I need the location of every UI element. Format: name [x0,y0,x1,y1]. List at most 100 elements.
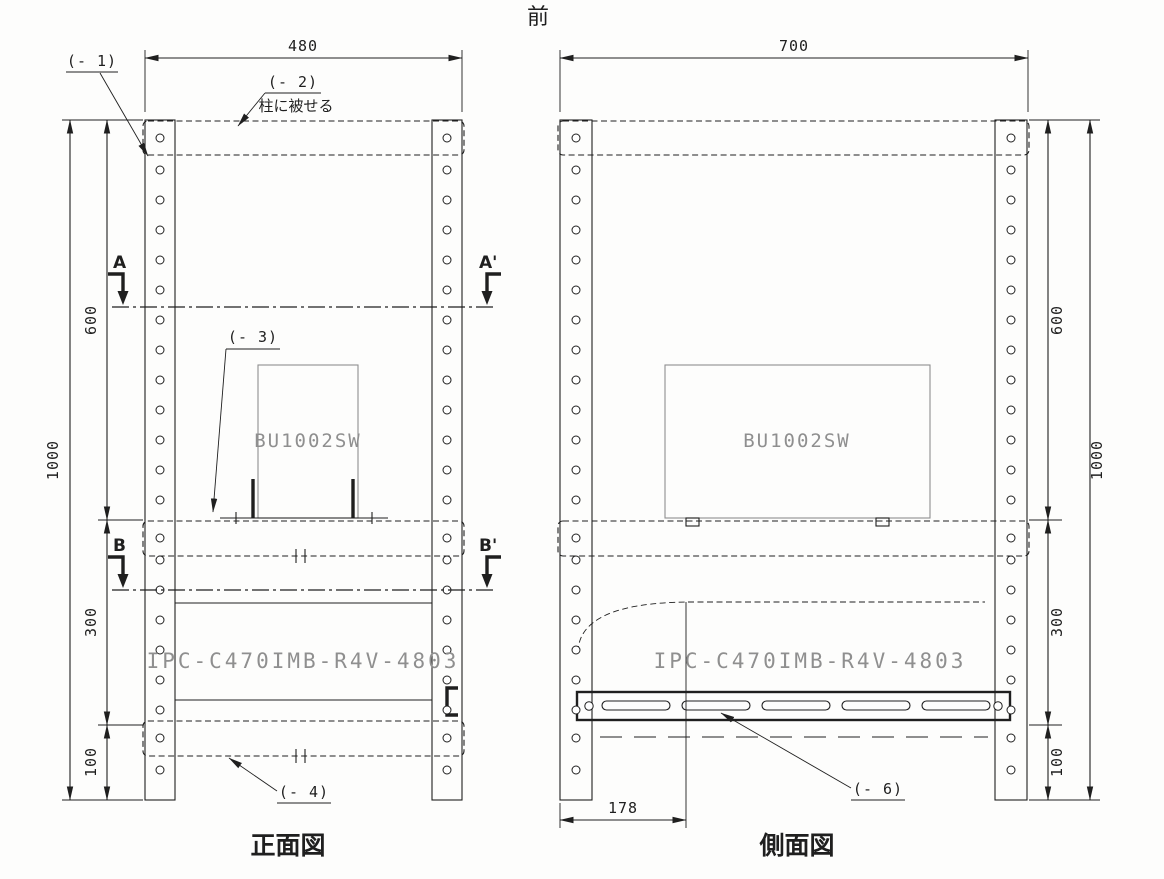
part6-label: (- 6) [853,780,903,798]
part1-leader [99,72,149,157]
section-b-arrow [117,574,129,588]
bolt-hole [155,533,165,543]
label-part6: (- 6) [720,712,905,801]
bolt-hole [571,555,581,565]
part2-label: (- 2) [268,73,318,91]
label-part4: (- 4) [228,757,331,804]
front-right-bracket [445,686,458,717]
bolt-hole [442,465,452,475]
bolt-hole [571,645,581,655]
bolt-hole [155,555,165,565]
side-hidden-corner-arc [577,601,689,653]
bolt-hole [571,225,581,235]
bolt-hole [571,315,581,325]
bolt-hole [571,375,581,385]
bolt-hole [155,465,165,475]
bolt-hole [442,675,452,685]
bolt-hole [442,533,452,543]
rail-slot [761,700,831,711]
bolt-hole [155,225,165,235]
slotted-rail [575,690,1012,722]
label-part1: (- 1) [66,52,149,157]
section-a: A A' [108,253,501,308]
front-left-post [144,119,176,801]
bolt-hole [155,765,165,775]
bolt-hole [1006,495,1016,505]
bolt-hole [571,195,581,205]
part3-leader [210,348,227,513]
side-top-beam [557,120,1030,156]
section-b: B B' [108,536,501,591]
side-upper-unit-label: BU1002SW [743,430,851,452]
bolt-hole [571,405,581,415]
part3-label: (- 3) [228,328,278,346]
bolt-hole [1006,225,1016,235]
bolt-hole [155,285,165,295]
bolt-hole [571,675,581,685]
bolt-hole [155,405,165,415]
bolt-hole [1006,133,1016,143]
part1-label: (- 1) [67,52,117,70]
bolt-hole [571,585,581,595]
bolt-hole [442,133,452,143]
bolt-hole [571,705,581,715]
section-b-prime-label: B' [479,536,497,556]
bolt-hole [155,315,165,325]
bolt-hole [155,435,165,445]
bolt-hole [155,705,165,715]
section-a-label: A [113,253,127,273]
bolt-hole [1006,733,1016,743]
part2-leader [237,92,266,127]
section-b-prime-arrow [481,574,493,588]
side-right-post [994,119,1028,801]
front-middle-dim: 300 [82,607,100,637]
side-view [557,119,1030,828]
bolt-hole [1006,375,1016,385]
bolt-hole [1006,405,1016,415]
bolt-hole [442,195,452,205]
bolt-hole [155,645,165,655]
bolt-hole [155,495,165,505]
part6-leader [720,712,852,789]
bolt-hole [442,555,452,565]
front-shelf-ticks [295,549,306,763]
side-upper-unit: BU1002SW [664,364,931,527]
bolt-hole [571,733,581,743]
label-part2: (- 2) 柱に被せる [237,73,334,127]
bolt-hole [1006,555,1016,565]
bolt-hole [571,133,581,143]
bolt-hole [155,675,165,685]
bolt-hole [571,435,581,445]
bolt-hole [571,255,581,265]
side-middle-dim: 300 [1048,607,1066,637]
bolt-hole [571,765,581,775]
bolt-hole [1006,533,1016,543]
bolt-hole [571,533,581,543]
bolt-hole [442,285,452,295]
rail-slot [601,700,671,711]
rail-slot [681,700,751,711]
bolt-hole [442,255,452,265]
bolt-hole [1006,315,1016,325]
side-total-dim: 1000 [1088,440,1106,480]
bolt-hole [442,495,452,505]
bolt-hole [1006,585,1016,595]
bolt-hole [442,435,452,445]
label-part3: (- 3) [210,328,280,513]
bolt-hole [1006,675,1016,685]
bolt-hole [571,495,581,505]
bolt-hole [1006,705,1016,715]
front-right-post [431,119,463,801]
bolt-hole [571,285,581,295]
rail-slot [921,700,991,711]
side-middle-shelf [557,520,1030,557]
bolt-hole [1006,615,1016,625]
bolt-hole [155,345,165,355]
front-upper-unit-label: BU1002SW [254,430,362,452]
bolt-hole [442,645,452,655]
front-middle-shelf [142,520,465,557]
bolt-hole [155,165,165,175]
side-lower-unit-label: IPC-C470IMB-R4V-4803 [654,649,967,673]
front-view [142,119,465,801]
